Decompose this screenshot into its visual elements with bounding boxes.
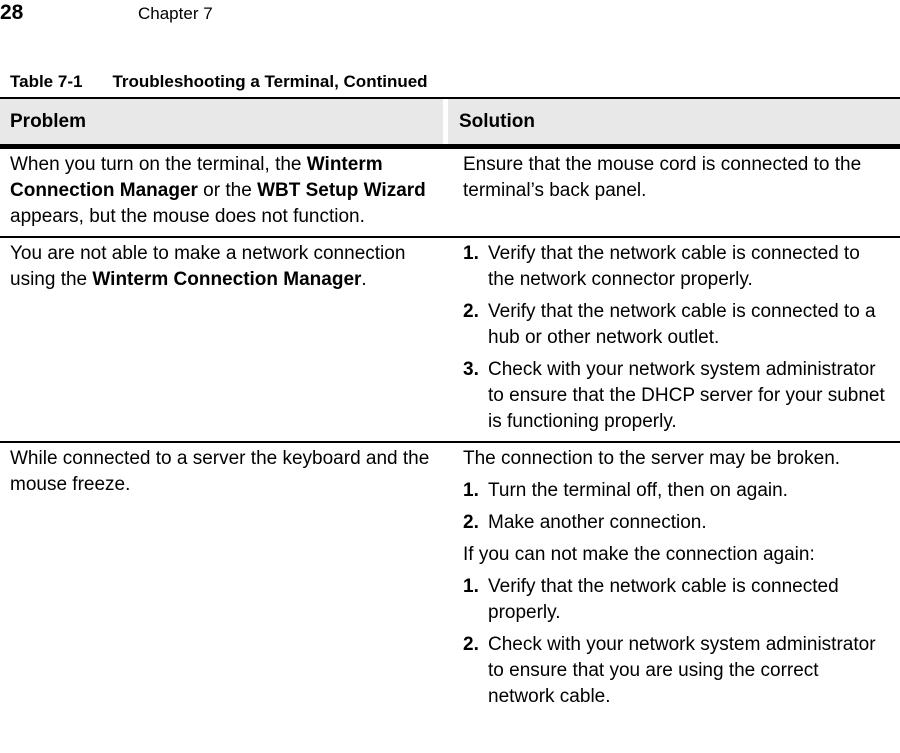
paragraph: The connection to the server may be brok… bbox=[463, 446, 890, 472]
column-header-problem: Problem bbox=[0, 99, 448, 144]
text: Make another connection. bbox=[488, 512, 707, 533]
text: If you can not make the connection again… bbox=[463, 544, 815, 565]
step-text: Verify that the network cable is connect… bbox=[488, 241, 890, 293]
table-caption-label: Table 7-1 bbox=[10, 72, 83, 91]
numbered-step: 1. Verify that the network cable is conne… bbox=[463, 241, 890, 293]
solution-cell: 1. Verify that the network cable is conne… bbox=[453, 238, 900, 441]
text: Check with your network system administr… bbox=[488, 359, 885, 432]
step-text: Make another connection. bbox=[488, 510, 890, 536]
bold-text: Winterm Connection Manager bbox=[92, 269, 362, 290]
step-text: Verify that the network cable is connect… bbox=[488, 299, 890, 351]
text: Turn the terminal off, then on again. bbox=[488, 480, 788, 501]
numbered-step: 3. Check with your network system adminis… bbox=[463, 357, 890, 435]
text: Check with your network system administr… bbox=[488, 634, 876, 707]
text: or the bbox=[197, 180, 258, 201]
numbered-step: 1. Verify that the network cable is conne… bbox=[463, 574, 890, 626]
problem-text: While connected to a server the keyboard… bbox=[10, 446, 430, 498]
table-caption-title: Troubleshooting a Terminal, Continued bbox=[112, 72, 428, 91]
step-number: 1. bbox=[463, 243, 479, 264]
problem-cell: You are not able to make a network conne… bbox=[0, 238, 453, 441]
problem-cell: While connected to a server the keyboard… bbox=[0, 443, 453, 716]
table-row: You are not able to make a network conne… bbox=[0, 238, 900, 443]
text: Verify that the network cable is connect… bbox=[488, 243, 860, 290]
step-number: 2. bbox=[463, 301, 479, 322]
text: When you turn on the terminal, the bbox=[10, 154, 307, 175]
text: You are not able to make a network conne… bbox=[10, 243, 406, 290]
bold-text: WBT Setup Wizard bbox=[257, 180, 426, 201]
problem-cell: When you turn on the terminal, the Winte… bbox=[0, 149, 453, 236]
text: Verify that the network cable is connect… bbox=[488, 301, 876, 348]
solution-cell: The connection to the server may be brok… bbox=[453, 443, 900, 716]
table-caption: Table 7-1 Troubleshooting a Terminal, Con… bbox=[10, 71, 428, 93]
numbered-step: 2. Make another connection. bbox=[463, 510, 890, 536]
table-row: While connected to a server the keyboard… bbox=[0, 443, 900, 716]
step-text: Verify that the network cable is connect… bbox=[488, 574, 890, 626]
step-text: Check with your network system administr… bbox=[488, 632, 890, 710]
page-number: 28 bbox=[0, 1, 24, 24]
paragraph: Ensure that the mouse cord is connected … bbox=[463, 152, 890, 204]
step-number: 1. bbox=[463, 576, 479, 597]
text: appears, but the mouse does not function… bbox=[10, 206, 365, 227]
numbered-step: 2. Check with your network system adminis… bbox=[463, 632, 890, 710]
numbered-step: 2. Verify that the network cable is conne… bbox=[463, 299, 890, 351]
text: . bbox=[361, 269, 367, 290]
step-number: 1. bbox=[463, 480, 479, 501]
problem-text: When you turn on the terminal, the Winte… bbox=[10, 152, 430, 230]
text: Verify that the network cable is connect… bbox=[488, 576, 839, 623]
step-text: Turn the terminal off, then on again. bbox=[488, 478, 890, 504]
bold-text: Winterm Connection Manager bbox=[10, 154, 383, 201]
solution-cell: Ensure that the mouse cord is connected … bbox=[453, 149, 900, 236]
text: The connection to the server may be brok… bbox=[463, 448, 841, 469]
chapter-heading: Chapter 7 bbox=[138, 4, 213, 23]
table-row: When you turn on the terminal, the Winte… bbox=[0, 149, 900, 238]
step-number: 2. bbox=[463, 512, 479, 533]
step-text: Check with your network system administr… bbox=[488, 357, 890, 435]
problem-text: You are not able to make a network conne… bbox=[10, 241, 430, 293]
column-header-solution: Solution bbox=[448, 99, 900, 144]
paragraph: If you can not make the connection again… bbox=[463, 542, 890, 568]
numbered-step: 1. Turn the terminal off, then on again. bbox=[463, 478, 890, 504]
text: While connected to a server the keyboard… bbox=[10, 448, 430, 495]
step-number: 3. bbox=[463, 359, 479, 380]
text: Ensure that the mouse cord is connected … bbox=[463, 154, 862, 201]
step-number: 2. bbox=[463, 634, 479, 655]
troubleshooting-table: Problem Solution When you turn on the te… bbox=[0, 97, 900, 716]
table-body: When you turn on the terminal, the Winte… bbox=[0, 149, 900, 716]
table-header-row: Problem Solution bbox=[0, 99, 900, 149]
